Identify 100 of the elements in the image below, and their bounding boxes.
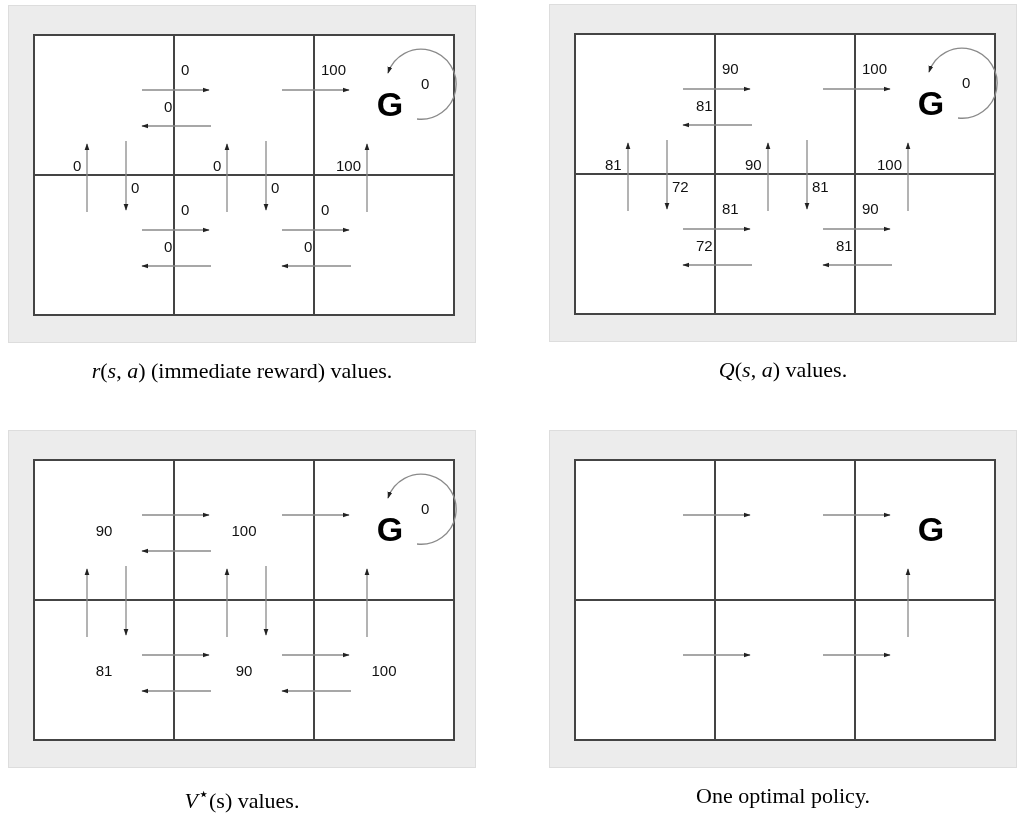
grid-cell (174, 460, 314, 600)
arrow (263, 140, 269, 211)
figure-caption: Q(s, a) values. (717, 357, 849, 383)
edge-label: 0 (421, 76, 430, 92)
edge-label: 100 (321, 62, 347, 78)
arrow (387, 48, 457, 120)
edge-label: 72 (696, 238, 713, 254)
arrow (123, 565, 129, 636)
grid-world (574, 33, 996, 315)
arrow (281, 652, 350, 658)
state-value: 90 (95, 521, 113, 539)
grid-cell (314, 460, 454, 600)
state-value: 100 (231, 521, 257, 539)
arrow (822, 262, 893, 268)
arrow (822, 652, 891, 658)
arrow (141, 263, 212, 269)
figure-caption: r(s, a) (immediate reward) values. (90, 358, 394, 384)
arrow (281, 87, 350, 93)
arrow (84, 568, 90, 638)
goal-label: G (376, 84, 404, 124)
grid-world (574, 459, 996, 741)
state-value: 90 (235, 661, 253, 679)
edge-label: 0 (181, 62, 190, 78)
arrow (822, 512, 891, 518)
grid-cell (34, 35, 174, 175)
grid-cell (174, 35, 314, 175)
arrow (625, 142, 631, 212)
arrow (281, 263, 352, 269)
arrow (141, 87, 210, 93)
arrow (141, 548, 212, 554)
grid-world (33, 34, 455, 316)
state-value: 100 (371, 661, 397, 679)
arrow (281, 688, 352, 694)
arrow (263, 565, 269, 636)
goal-label: G (376, 509, 404, 549)
edge-label: 81 (836, 238, 853, 254)
edge-label: 0 (304, 239, 313, 255)
goal-label: G (917, 83, 945, 123)
grid-world (33, 459, 455, 741)
grid-cell (575, 34, 715, 174)
edge-label: 72 (672, 179, 689, 195)
arrow (905, 568, 911, 638)
edge-label: 0 (164, 239, 173, 255)
grid-cell (855, 600, 995, 740)
edge-label: 100 (336, 158, 362, 174)
arrow (822, 226, 891, 232)
edge-label: 90 (722, 61, 739, 77)
arrow (224, 143, 230, 213)
arrow (364, 143, 370, 213)
grid-cell (314, 35, 454, 175)
arrow (765, 142, 771, 212)
grid-cell (575, 174, 715, 314)
edge-label: 81 (696, 98, 713, 114)
grid-cell (174, 600, 314, 740)
arrow (281, 227, 350, 233)
arrow (682, 86, 751, 92)
state-value: 81 (95, 661, 113, 679)
grid-cell (715, 34, 855, 174)
arrow (387, 473, 457, 545)
grid-cell (855, 460, 995, 600)
edge-label: 100 (862, 61, 888, 77)
edge-label: 0 (321, 202, 330, 218)
arrow (141, 123, 212, 129)
arrow (682, 652, 751, 658)
arrow (682, 122, 753, 128)
arrow (123, 140, 129, 211)
grid-cell (314, 600, 454, 740)
edge-label: 0 (181, 202, 190, 218)
grid-cell (715, 460, 855, 600)
edge-label: 81 (722, 201, 739, 217)
arrow (905, 142, 911, 212)
edge-label: 90 (862, 201, 879, 217)
grid-cell (34, 175, 174, 315)
grid-cell (174, 175, 314, 315)
grid-cell (715, 174, 855, 314)
arrow (682, 512, 751, 518)
arrow (804, 139, 810, 210)
edge-label: 81 (812, 179, 829, 195)
arrow (822, 86, 891, 92)
grid-cell (575, 600, 715, 740)
edge-label: 81 (605, 157, 622, 173)
arrow (141, 652, 210, 658)
grid-cell (34, 600, 174, 740)
edge-label: 0 (271, 180, 280, 196)
edge-label: 0 (131, 180, 140, 196)
figure-caption: One optimal policy. (695, 783, 871, 809)
grid-cell (575, 460, 715, 600)
grid-cell (855, 174, 995, 314)
grid-cell (715, 600, 855, 740)
edge-label: 100 (877, 157, 903, 173)
arrow (682, 262, 753, 268)
arrow (682, 226, 751, 232)
edge-label: 0 (164, 99, 173, 115)
arrow (664, 139, 670, 210)
grid-cell (34, 460, 174, 600)
arrow (224, 568, 230, 638)
arrow (141, 227, 210, 233)
figure-caption: V$^{⋆}$(s) values. (183, 783, 301, 815)
goal-label: G (917, 509, 945, 549)
arrow (141, 688, 212, 694)
